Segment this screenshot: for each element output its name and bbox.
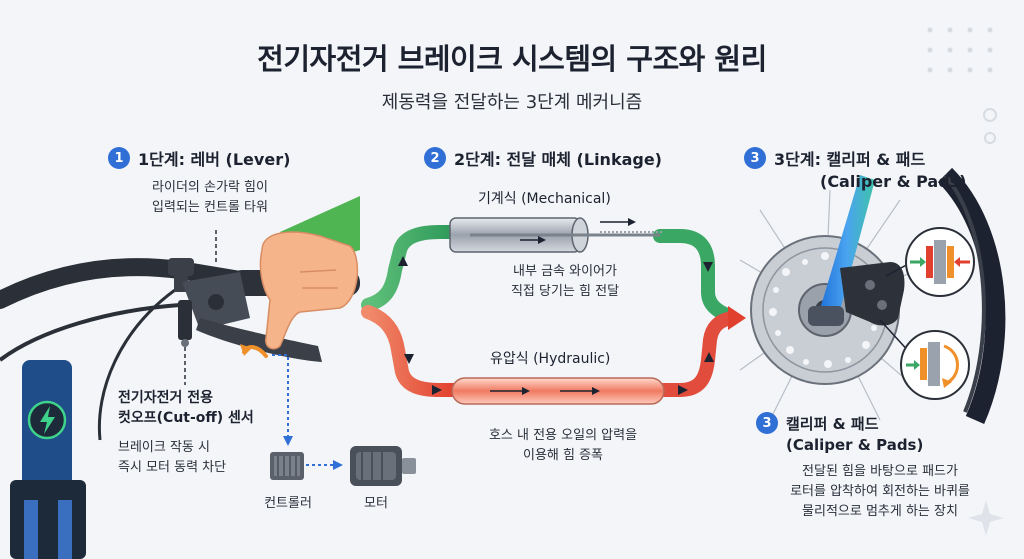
step2-heading-text: 2단계: 전달 매체 (Linkage) (454, 150, 662, 169)
cutoff-heading-line1: 전기자전거 전용 (118, 390, 214, 406)
linkage-paths (361, 217, 746, 405)
step2-badge: 2 (424, 147, 446, 169)
step1-desc-line2: 입력되는 컨트롤 타워 (152, 200, 268, 215)
decorative-dots (927, 27, 997, 144)
cutoff-description: 브레이크 작동 시 즉시 모터 동력 차단 (118, 438, 226, 478)
hydraulic-desc-line2: 이용해 힘 증폭 (522, 448, 604, 463)
step3-sub-heading-line1: 캘리퍼 & 패드 (786, 414, 879, 433)
mechanical-description: 내부 금속 와이어가 직접 당기는 힘 전달 (470, 262, 660, 302)
wheel-assembly (739, 167, 1006, 425)
hydraulic-path-left (361, 305, 462, 397)
hydraulic-hose (451, 377, 665, 405)
motor-icon (350, 446, 416, 486)
pad-callout-top (885, 227, 975, 297)
cutoff-heading: 전기자전거 전용 컷오프(Cut-off) 센서 (118, 388, 254, 428)
rider-hand (259, 196, 360, 350)
motor-label: 모터 (364, 496, 388, 511)
step3-sub-heading-line2: (Caliper & Pads) (786, 436, 924, 454)
step1-description: 라이더의 손가락 힘이 입력되는 컨트롤 타워 (120, 178, 300, 218)
step3-description: 전달된 힘을 바탕으로 패드가 로터를 압착하여 회전하는 바퀴를 물리적으로 … (740, 462, 1020, 522)
step1-badge: 1 (108, 147, 130, 169)
step2-heading: 2 2단계: 전달 매체 (Linkage) (424, 146, 662, 170)
step3-desc-line2: 로터를 압착하여 회전하는 바퀴를 (790, 484, 970, 499)
hydraulic-description: 호스 내 전용 오일의 압력을 이용해 힘 증폭 (458, 426, 668, 466)
step3-sub-heading: 3 캘리퍼 & 패드 (756, 412, 879, 434)
sparkle-icon (968, 500, 1004, 536)
cutoff-desc-line1: 브레이크 작동 시 (118, 440, 210, 455)
step3-heading-line1: 3단계: 캘리퍼 & 패드 (774, 150, 926, 169)
step3-desc-line3: 물리적으로 멈추게 하는 장치 (802, 504, 958, 519)
hydraulic-desc-line1: 호스 내 전용 오일의 압력을 (488, 428, 638, 443)
step1-heading: 1 1단계: 레버 (Lever) (108, 146, 290, 170)
controller-icon (270, 452, 304, 480)
mechanical-desc-line1: 내부 금속 와이어가 (513, 264, 617, 279)
step3-sub-badge: 3 (756, 412, 778, 434)
controller-label: 컨트롤러 (264, 496, 312, 511)
hydraulic-title: 유압식 (Hydraulic) (490, 351, 611, 367)
step3-heading: 3 3단계: 캘리퍼 & 패드 (744, 146, 925, 170)
mechanical-path-right (653, 229, 737, 323)
cutoff-sensor (178, 300, 192, 340)
cutoff-heading-line2: 컷오프(Cut-off) 센서 (118, 410, 254, 426)
step1-desc-line1: 라이더의 손가락 힘이 (152, 180, 268, 195)
front-fork (818, 175, 875, 318)
mechanical-desc-line2: 직접 당기는 힘 전달 (510, 284, 620, 299)
pad-callout-bottom (879, 319, 970, 400)
page-title: 전기자전거 브레이크 시스템의 구조와 원리 (257, 42, 767, 76)
brake-lever (168, 230, 322, 385)
cutoff-desc-line2: 즉시 모터 동력 차단 (118, 460, 227, 475)
mechanical-path-left (361, 225, 459, 312)
page-subtitle: 제동력을 전달하는 3단계 메커니즘 (381, 92, 643, 113)
step3-heading-line2: (Caliper & Pads) (820, 172, 967, 191)
brake-caliper (840, 262, 905, 326)
step1-heading-text: 1단계: 레버 (Lever) (138, 150, 291, 169)
cutoff-signal (240, 344, 343, 470)
hydraulic-path-right (655, 311, 739, 397)
step3-badge: 3 (744, 147, 766, 169)
mechanical-title: 기계식 (Mechanical) (478, 191, 611, 207)
step3-desc-line1: 전달된 힘을 바탕으로 패드가 (802, 464, 958, 479)
lightning-icon (27, 400, 67, 440)
